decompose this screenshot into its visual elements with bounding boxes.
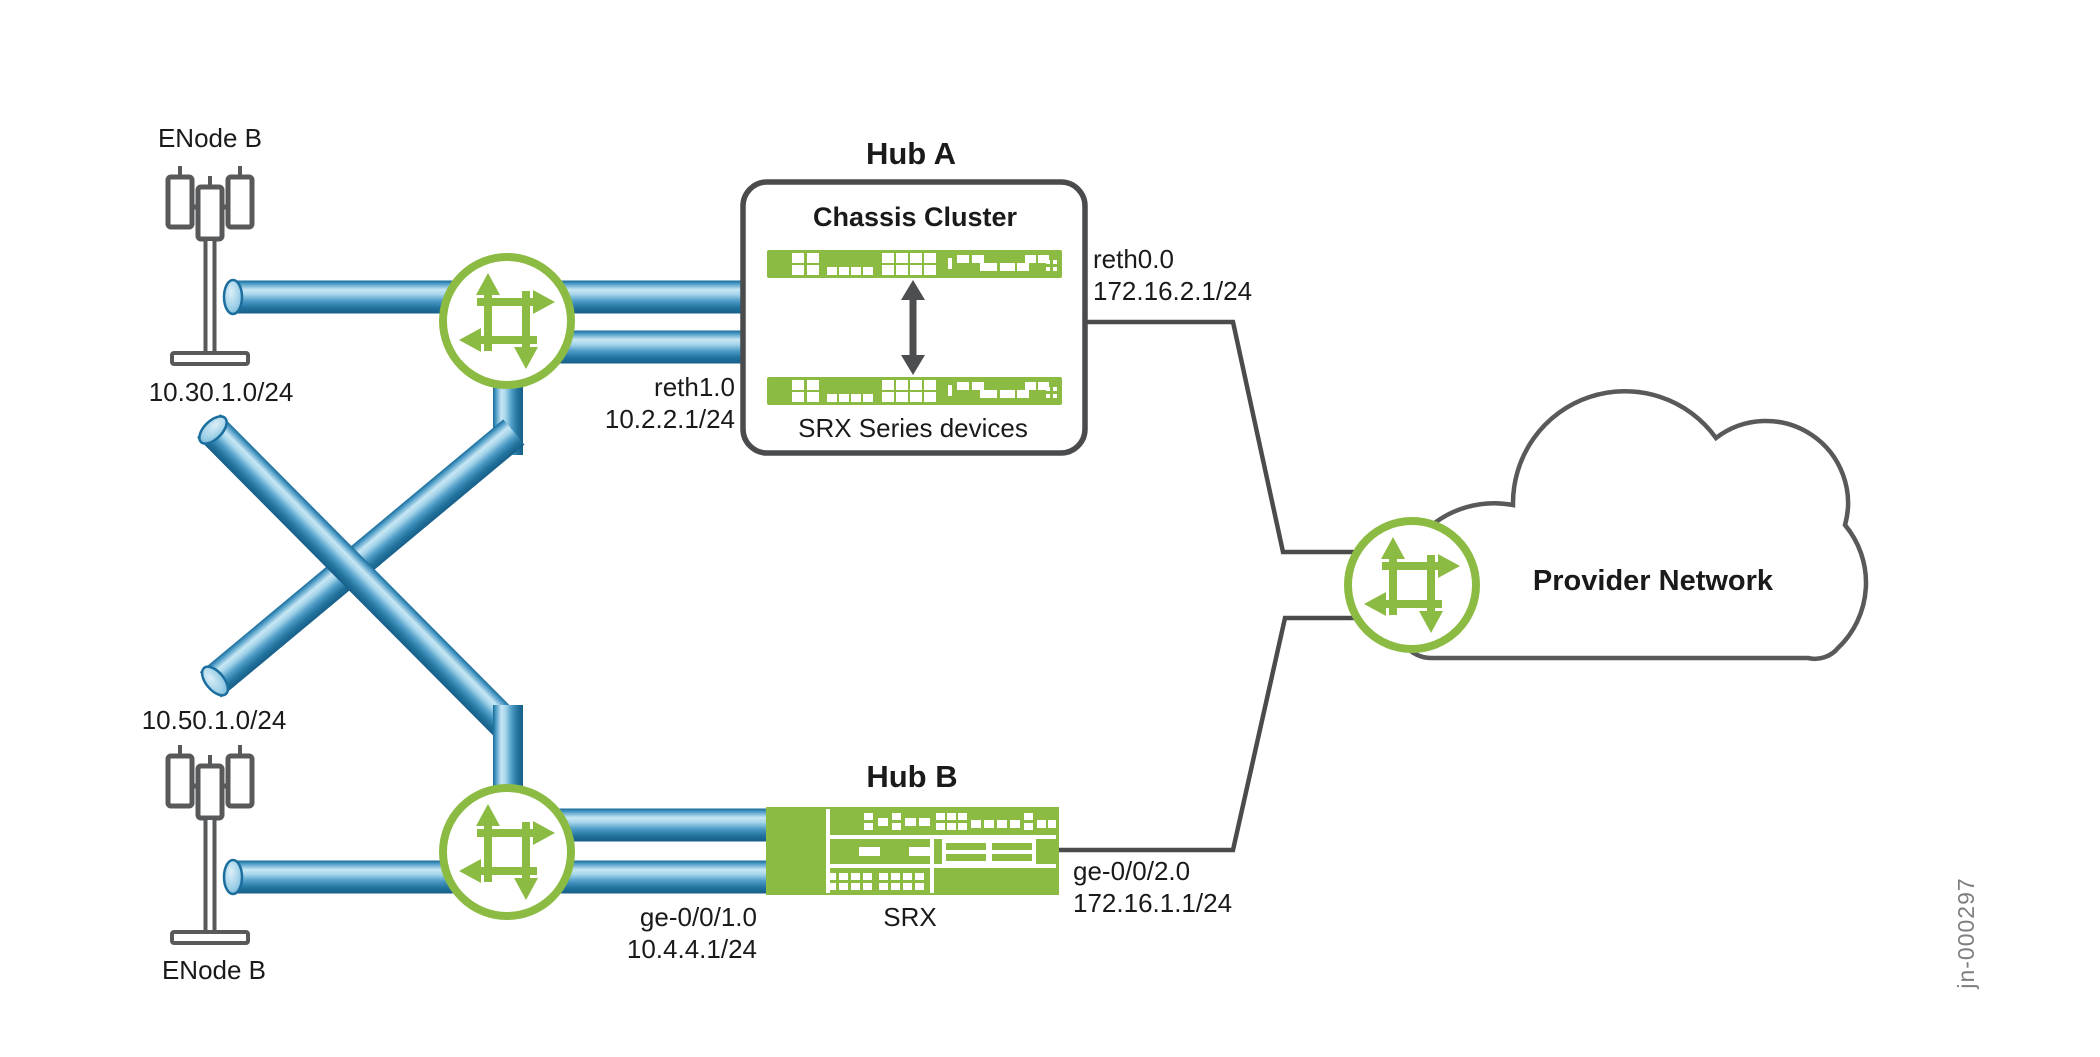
link-hub-a-provider — [1085, 319, 1412, 555]
enodeb-bottom-label: ENode B — [161, 955, 267, 985]
srx-series-devices-label: SRX Series devices — [798, 413, 1028, 443]
interface-name: ge-0/0/1.0 — [639, 902, 757, 932]
enodeb-tower-icon-top — [168, 166, 252, 364]
pipe-end-cap — [200, 665, 230, 697]
router-icon-bottom — [443, 788, 571, 916]
interface-ip: 172.16.2.1/24 — [1093, 276, 1253, 306]
hub-b-wan-interface-label: ge-0/0/2.0 172.16.1.1/24 — [1073, 855, 1232, 919]
figure-id-watermark: jn-000297 — [1953, 877, 1979, 989]
router-icon-top — [443, 257, 571, 385]
srx-label: SRX — [883, 902, 937, 932]
enodeb-top-subnet: 10.30.1.0/24 — [148, 377, 294, 407]
router-icon-provider — [1348, 521, 1476, 649]
provider-network-label: Provider Network — [1532, 565, 1774, 597]
chassis-cluster-label: Chassis Cluster — [812, 202, 1018, 232]
hub-a-title: Hub A — [865, 136, 957, 171]
interface-ip: 172.16.1.1/24 — [1073, 888, 1233, 918]
interface-name: reth0.0 — [1093, 244, 1174, 274]
hub-b-srx-icon — [766, 807, 1059, 895]
pipe-end-cap — [198, 415, 228, 445]
enodeb-bottom-subnet: 10.50.1.0/24 — [141, 705, 287, 735]
pipe-end-cap — [222, 858, 244, 896]
hub-b-title: Hub B — [866, 759, 958, 794]
cluster-sync-arrow-icon — [901, 280, 925, 375]
interface-ip: 10.4.4.1/24 — [626, 934, 757, 964]
interface-name: ge-0/0/2.0 — [1073, 856, 1191, 886]
cloud-shape — [1392, 389, 1869, 662]
srx-device-icon-node1 — [767, 377, 1062, 405]
pipe-end-cap — [222, 278, 244, 316]
hub-a-lan-interface-label: reth1.0 10.2.2.1/24 — [535, 371, 735, 435]
hub-a-box — [740, 179, 1088, 456]
hub-a-wan-interface-label: reth0.0 172.16.2.1/24 — [1093, 243, 1252, 307]
enodeb-top-label: ENode B — [157, 123, 263, 153]
interface-name: reth1.0 — [654, 372, 735, 402]
srx-device-icon-node0 — [767, 250, 1062, 278]
hub-b-lan-interface-label: ge-0/0/1.0 10.4.4.1/24 — [507, 901, 757, 965]
link-hub-b-provider — [1059, 615, 1412, 853]
enodeb-tower-icon-bottom — [168, 745, 252, 943]
interface-ip: 10.2.2.1/24 — [604, 404, 735, 434]
